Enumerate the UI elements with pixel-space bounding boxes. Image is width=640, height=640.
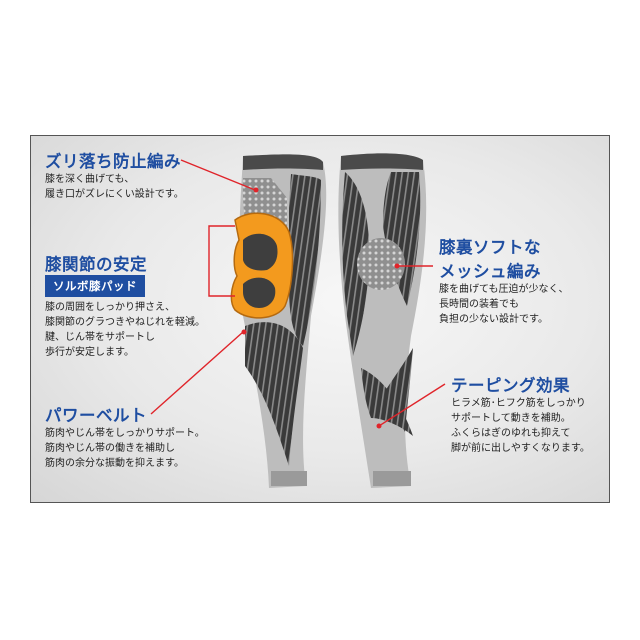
anti-slip-description: 膝を深く曲げても、 履き口がズレにくい設計です。 [45,172,184,202]
power-belt-line: 筋肉やじん帯をしっかりサポート。 [45,428,205,439]
soft-mesh-heading-line: メッシュ編み [439,262,541,281]
soft-mesh-line: 負担の少ない設計です。 [439,314,548,325]
callout-line-power-belt [150,331,244,415]
soft-mesh-area [357,238,405,290]
power-belt-heading: パワーベルト [45,406,147,425]
knee-stabilize-line: 膝関節のグラつきやねじれを軽減。 [45,317,205,328]
knee-stabilize-line: 歩行が安定します。 [45,347,134,358]
sorbo-pad-badge: ソルボ膝パッド [45,275,145,297]
soft-mesh-heading: 膝裏ソフトな メッシュ編み [439,234,541,282]
taping-heading: テーピング効果 [451,376,570,395]
power-belt-line: 筋肉やじん帯の働きを補助し [45,443,175,454]
callout-lines [150,159,446,429]
soft-mesh-line: 長時間の装着でも [439,299,519,310]
feature-panel: ズリ落ち防止編み 膝を深く曲げても、 履き口がズレにくい設計です。 膝関節の安定… [30,135,610,503]
knee-stabilize-heading: 膝関節の安定 [45,255,147,274]
taping-line: ヒラメ筋･ヒフク筋をしっかり [451,398,586,409]
anti-slip-heading: ズリ落ち防止編み [45,152,181,171]
taping-line: サポートして動きを補助。 [451,413,571,424]
taping-line: ふくらはぎのゆれも抑えて [451,428,571,439]
anti-slip-line: 履き口がズレにくい設計です。 [45,189,184,200]
knee-stabilize-line: 腱、じん帯をサポートし [45,332,155,343]
power-belt-line: 筋肉の余分な振動を抑えます。 [45,458,184,469]
soft-mesh-description: 膝を曲げても圧迫が少なく、 長時間の装着でも 負担の少ない設計です。 [439,282,569,327]
power-belt [245,322,303,466]
soft-mesh-line: 膝を曲げても圧迫が少なく、 [439,284,569,295]
power-belt-description: 筋肉やじん帯をしっかりサポート。 筋肉やじん帯の働きを補助し 筋肉の余分な振動を… [45,426,205,471]
knee-stabilize-line: 膝の周囲をしっかり押さえ、 [45,302,175,313]
callout-bracket-knee-pad [208,225,235,297]
callout-line-anti-slip [180,159,256,191]
taping-line: 脚が前に出しやすくなります。 [451,443,590,454]
soft-mesh-heading-line: 膝裏ソフトな [439,238,541,257]
back-sleeve [338,153,427,488]
knee-stabilize-description: 膝の周囲をしっかり押さえ、 膝関節のグラつきやねじれを軽減。 腱、じん帯をサポー… [45,300,205,360]
knee-supporter-illustration [150,153,446,488]
callout-line-taping [378,383,446,427]
taping-description: ヒラメ筋･ヒフク筋をしっかり サポートして動きを補助。 ふくらはぎのゆれも抑えて… [451,396,590,456]
front-sleeve [239,154,327,488]
anti-slip-line: 膝を深く曲げても、 [45,174,135,185]
sorbo-knee-pad [230,212,294,319]
